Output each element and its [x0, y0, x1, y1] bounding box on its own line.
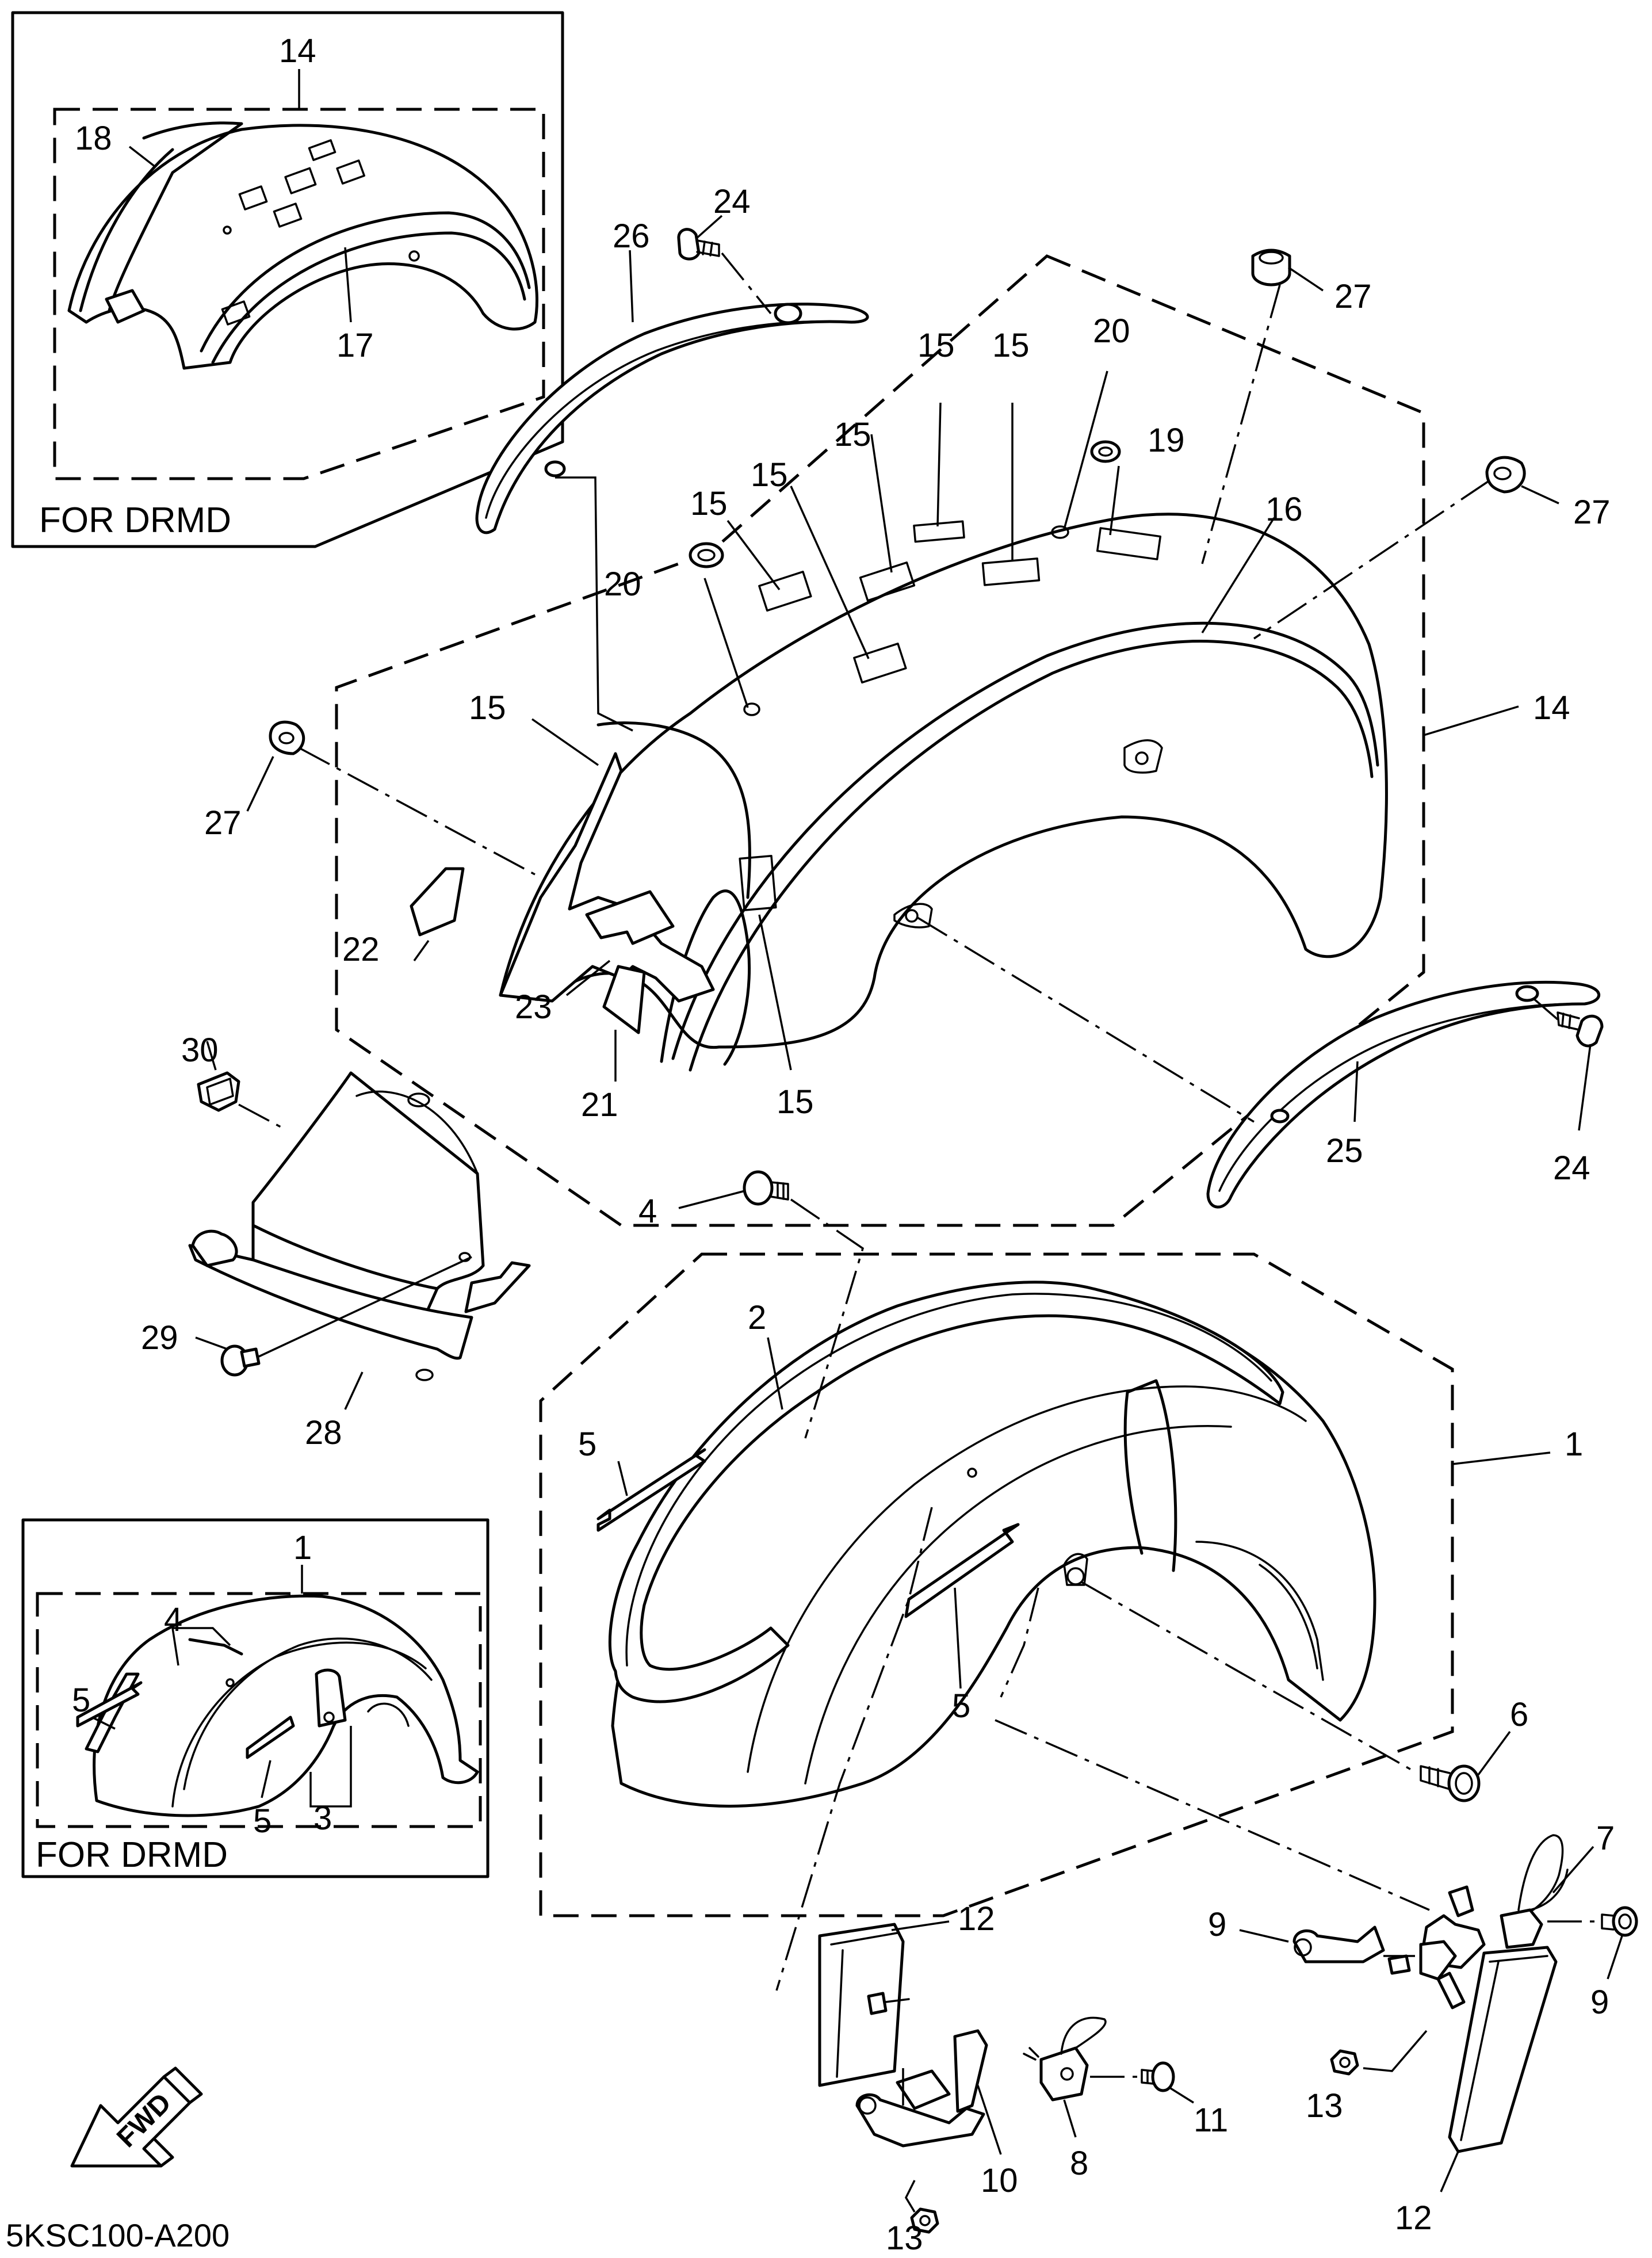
callout-28: 28 [305, 1414, 342, 1451]
callout-11: 11 [1194, 2102, 1228, 2139]
callout-13-right: 13 [1306, 2087, 1343, 2125]
callout-23: 23 [515, 988, 552, 1026]
callout-2: 2 [748, 1299, 766, 1336]
bolt-11 [1141, 2061, 1175, 2092]
reflector-12-left [818, 1923, 905, 2087]
callout-15-e: 15 [690, 485, 728, 522]
inset-label-top: FOR DRMD [39, 500, 231, 540]
callout-5-inset-b: 5 [253, 1802, 271, 1840]
holder-7 [1500, 1834, 1569, 1949]
callout-14-main: 14 [1533, 689, 1570, 727]
holder-8 [1023, 2016, 1107, 2102]
callout-7: 7 [1596, 1820, 1615, 1857]
rivet-29 [220, 1344, 261, 1377]
rail-25 [1206, 981, 1601, 1209]
callout-15-f: 15 [469, 689, 506, 727]
callout-30: 30 [181, 1031, 219, 1069]
clip-30 [197, 1071, 240, 1112]
callout-5-right: 5 [952, 1687, 970, 1725]
callout-9-left: 9 [1208, 1906, 1226, 1943]
callout-13-left: 13 [886, 2219, 923, 2257]
bolt-6 [1420, 1764, 1481, 1802]
callout-9-right: 9 [1590, 1984, 1609, 2021]
callout-14-inset: 14 [279, 32, 316, 70]
callout-15-d: 15 [751, 456, 788, 494]
callout-3: 3 [313, 1799, 332, 1837]
callout-24-top: 24 [713, 183, 751, 220]
bolt-24-right [1557, 1011, 1604, 1048]
callout-6: 6 [1510, 1696, 1528, 1733]
callout-15-c: 15 [834, 416, 871, 453]
reflector-brackets: 12 7 9 9 13 11 8 10 12 13 [818, 1820, 1638, 2257]
callout-15-a: 15 [917, 327, 955, 364]
callout-12-left: 12 [958, 1900, 995, 1938]
callout-21: 21 [581, 1086, 618, 1124]
callout-19: 19 [1148, 422, 1185, 459]
callout-4-inset: 4 [164, 1601, 182, 1638]
nut-13-left [910, 2207, 939, 2234]
callout-26: 26 [613, 217, 650, 255]
inset-fender-drawing [67, 121, 538, 370]
reflector-12-right [1448, 1946, 1558, 2153]
front-fender-assembly: 4 2 1 5 5 6 [539, 1170, 1583, 1991]
rear-fender-drawing [410, 513, 1388, 1072]
bolt-4 [743, 1170, 789, 1206]
callout-25: 25 [1326, 1132, 1363, 1170]
bolt-9-right [1601, 1906, 1638, 1937]
callout-17: 17 [336, 327, 374, 364]
callout-24-right: 24 [1553, 1149, 1590, 1187]
inset-front-fender: 1 4 5 5 3 FOR DRMD [21, 1518, 490, 1878]
callout-5-left: 5 [578, 1426, 596, 1463]
callout-20-left: 20 [604, 566, 641, 603]
callout-10: 10 [981, 2162, 1018, 2199]
nut-13-right [1330, 2049, 1359, 2076]
inset-rear-fender: 14 18 17 FOR DRMD [11, 11, 564, 548]
callout-12-right: 12 [1395, 2199, 1432, 2237]
callout-8: 8 [1070, 2145, 1088, 2182]
rail-26 [475, 303, 869, 534]
damper-27-left [269, 720, 305, 755]
callout-15-g: 15 [777, 1083, 814, 1121]
inset-front-fender-drawing [76, 1594, 479, 1817]
damper-27-top [1251, 249, 1291, 286]
bracket-10 [855, 2029, 988, 2148]
callout-22: 22 [342, 931, 380, 968]
callout-20-top: 20 [1093, 312, 1130, 350]
diagram-code: 5KSC100-A200 [6, 2217, 230, 2253]
front-fender-drawing [596, 1281, 1376, 1808]
callout-29: 29 [141, 1319, 178, 1357]
damper-27-right [1485, 456, 1526, 494]
callout-18: 18 [75, 120, 112, 157]
bolt-24-top [677, 228, 720, 261]
callout-4-main: 4 [638, 1193, 657, 1230]
callout-1-inset: 1 [293, 1529, 312, 1567]
inset-label-bottom: FOR DRMD [36, 1835, 228, 1875]
callout-27-left: 27 [204, 804, 242, 842]
callout-16: 16 [1265, 491, 1303, 528]
callout-27-right: 27 [1573, 494, 1611, 531]
rear-fender-assembly: 24 26 27 20 19 15 15 15 15 15 16 27 20 1… [204, 183, 1611, 1227]
grommet-20b [1090, 440, 1121, 463]
grommet-20a [689, 542, 724, 568]
fwd-arrow: FWD [70, 2066, 203, 2168]
bracket-right [1419, 1885, 1486, 2009]
callout-27-top: 27 [1334, 278, 1372, 315]
callout-1-main: 1 [1565, 1426, 1583, 1463]
bracket-9-left [1292, 1925, 1411, 1975]
callout-15-b: 15 [992, 327, 1030, 364]
callout-5-inset-a: 5 [72, 1682, 90, 1719]
flap-assembly: 30 29 28 [141, 1031, 531, 1451]
